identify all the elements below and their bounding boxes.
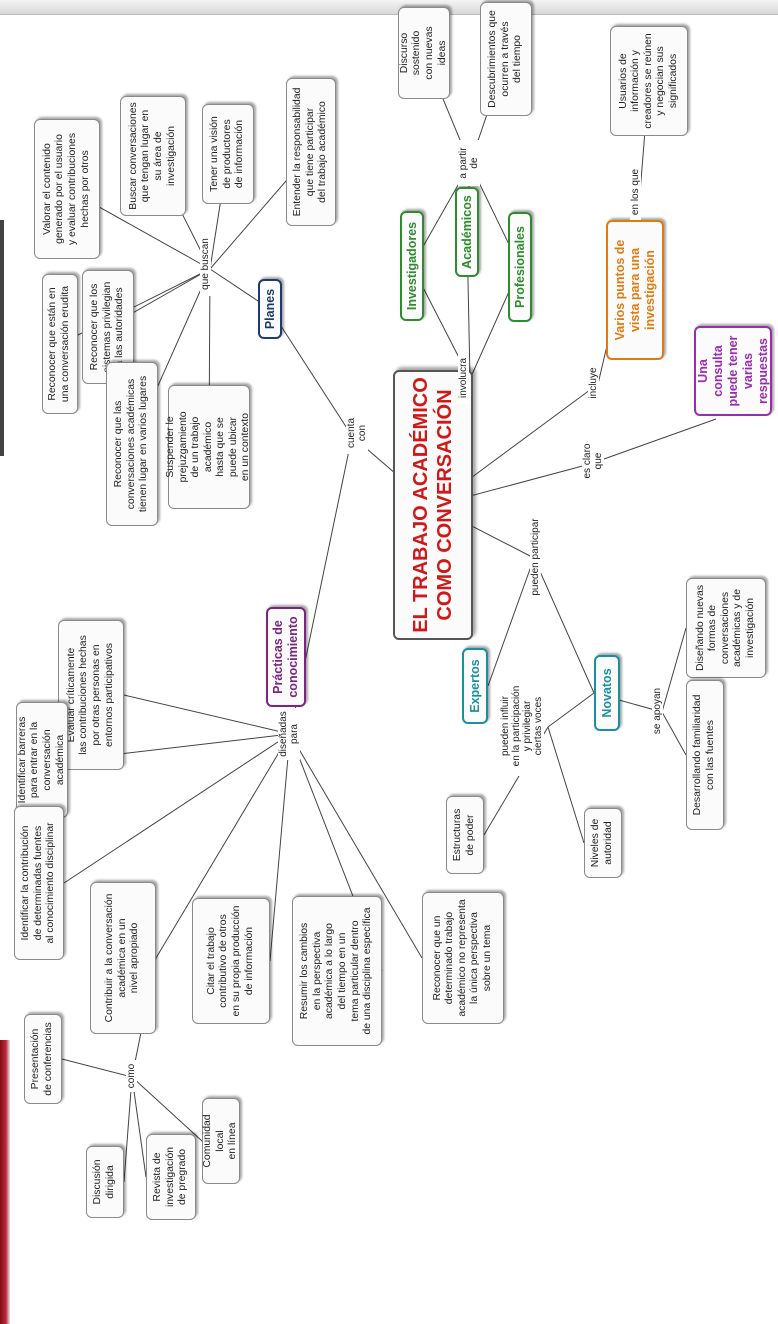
node-reconocer-erudita: Reconocer que están en una conversación …	[42, 274, 78, 414]
node-comunidad: Comunidad local en línea	[202, 1098, 240, 1184]
connector-line	[533, 557, 595, 694]
node-buscar-conversaciones: Buscar conversaciones que tengan lugar e…	[120, 96, 186, 216]
connector-line	[661, 627, 687, 713]
node-disenando: Diseñando nuevas formas de conversacione…	[686, 578, 766, 678]
connector-line	[305, 435, 353, 658]
connector-line	[61, 1058, 133, 1078]
link-que-buscan: que buscan	[200, 232, 211, 296]
node-presentacion: Presentación de conferencias	[24, 1014, 62, 1104]
link-como: como	[126, 1060, 137, 1092]
connector-line	[131, 1076, 203, 1142]
connector-line	[589, 418, 717, 465]
link-en-los-que: en los que	[630, 164, 641, 220]
node-tener-vision: Tener una visión de productores de infor…	[202, 104, 254, 204]
node-usuarios: Usuarios de información y creadores se r…	[610, 26, 688, 136]
cropped-title-fragment	[0, 220, 4, 456]
connector-line	[289, 733, 423, 959]
node-valorar: Valorar el contenido generado por el usu…	[34, 119, 100, 259]
node-estructuras-poder: Estructuras de poder	[446, 796, 484, 874]
node-profesionales: Profesionales	[508, 212, 532, 322]
connector-line	[547, 726, 585, 844]
node-desarrollando: Desarrollando familiaridad con las fuent…	[686, 680, 724, 830]
node-reconocer-varios-lugares: Reconocer que las conversaciones académi…	[106, 362, 158, 526]
node-planes: Planes	[258, 279, 282, 339]
link-cuenta-con: cuenta con	[346, 412, 368, 454]
node-discusion: Discusión dirigida	[86, 1146, 124, 1218]
link-se-apoyan: se apoyan	[652, 684, 663, 738]
link-a-partir-de: a partir de	[458, 140, 480, 186]
node-expertos: Expertos	[462, 648, 488, 724]
window-top-edge	[0, 0, 778, 15]
node-reconocer-determinado: Reconocer que un determinado trabajo aca…	[422, 892, 504, 1024]
node-citar: Citar el trabajo contributivo de otros e…	[192, 898, 270, 1024]
root-node: EL TRABAJO ACADÉMICO COMO CONVERSACIÓN	[393, 370, 473, 640]
link-involucra: involucra	[458, 352, 469, 404]
connector-line	[269, 733, 291, 962]
connector-line	[123, 694, 291, 735]
node-practicas: Prácticas de conocimiento	[266, 607, 306, 707]
node-identificar-contribucion: Identificar la contribución de determina…	[14, 806, 64, 960]
node-resumir: Resumir los cambios en la perspectiva ac…	[292, 896, 382, 1046]
decorative-red-band	[0, 1040, 10, 1324]
connector-line	[487, 557, 535, 687]
node-descubrimientos: Descubrimientos que ocurren a través del…	[480, 2, 532, 116]
node-novatos: Novatos	[594, 655, 620, 731]
link-incluye: incluye	[588, 362, 599, 404]
node-revista: Revista de investigación de pregrado	[146, 1134, 196, 1220]
node-puntos-de-vista: Varios puntos de vista para una investig…	[606, 220, 664, 360]
link-disenadas-para: diseñadas para	[278, 708, 300, 760]
link-pueden-participar: pueden participar	[530, 510, 541, 604]
connector-line	[661, 711, 687, 756]
node-discurso: Discurso sostenido con nuevas ideas	[398, 7, 450, 99]
connector-line	[63, 733, 291, 884]
node-suspender: Suspender le prejuzgamiento de un trabaj…	[165, 385, 251, 509]
link-es-claro-que: es claro que	[582, 438, 604, 484]
connector-line	[131, 1076, 147, 1178]
connector-line	[269, 308, 353, 437]
node-academicos: Académicos	[455, 187, 479, 277]
node-contribuir: Contribuir a la conversación académica e…	[90, 882, 156, 1034]
node-niveles-autoridad: Niveles de autoridad	[584, 808, 622, 878]
node-consulta: Una consulta puede tener varias respuest…	[694, 326, 772, 416]
link-pueden-influir: pueden influir en la participación y pri…	[500, 676, 544, 776]
node-entender: Entender la responsabilidad que tiene pa…	[286, 78, 336, 226]
connector-line	[123, 1076, 133, 1183]
connector-line	[155, 733, 291, 959]
node-identificar-barreras: Identificar barreras para entrar en la c…	[16, 702, 68, 818]
connector-line	[547, 692, 595, 728]
node-investigadores: Investigadores	[400, 211, 424, 321]
